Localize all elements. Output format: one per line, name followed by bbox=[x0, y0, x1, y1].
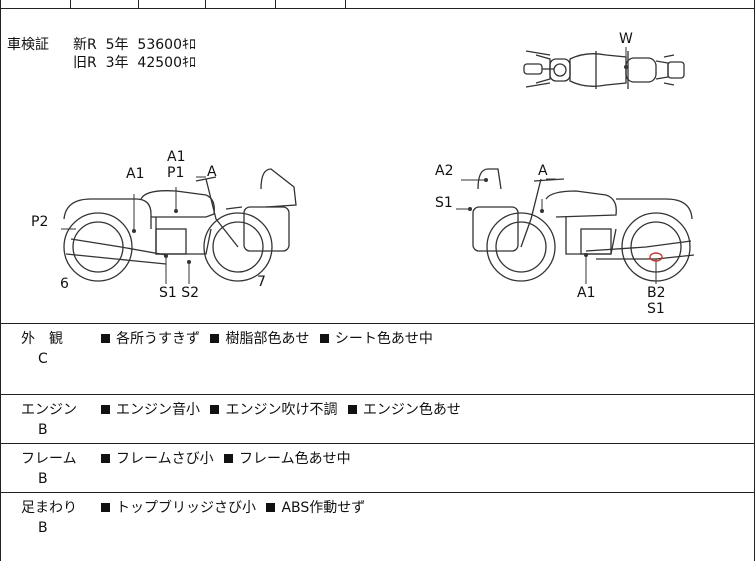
grade-value: B bbox=[38, 471, 48, 487]
condition-row-suspension: 足まわり B トップブリッジさび小 ABS作動せず bbox=[1, 493, 754, 563]
condition-notes: トップブリッジさび小 ABS作動せず bbox=[101, 499, 371, 517]
bullet-square-icon bbox=[347, 405, 357, 414]
header-cell-divider bbox=[138, 0, 139, 8]
note-item: シート色あせ中 bbox=[334, 331, 433, 347]
label-b2: B2 bbox=[647, 285, 666, 301]
label-a2: A2 bbox=[435, 163, 454, 179]
label-w: W bbox=[619, 31, 633, 47]
label-p1: P1 bbox=[167, 165, 185, 181]
label-a-left: A bbox=[207, 164, 217, 180]
label-a1-top: A1 bbox=[167, 149, 186, 165]
grade-value: C bbox=[38, 351, 48, 367]
header-cell-divider bbox=[70, 0, 71, 8]
bullet-square-icon bbox=[266, 503, 276, 512]
label-s1-s2: S1 S2 bbox=[159, 285, 200, 301]
damage-mark bbox=[649, 252, 663, 262]
note-item: トップブリッジさび小 bbox=[116, 500, 256, 516]
bullet-square-icon bbox=[101, 334, 110, 343]
inspection-new: 新R 5年 53600ｷﾛ bbox=[73, 37, 196, 53]
label-s1-top: S1 bbox=[435, 195, 453, 211]
condition-row-frame: フレーム B フレームさび小 フレーム色あせ中 bbox=[1, 444, 754, 493]
grade-value: B bbox=[38, 422, 48, 438]
header-cell-divider bbox=[345, 0, 346, 8]
category-label: 外 観 bbox=[21, 331, 63, 347]
note-item: エンジン色あせ bbox=[362, 402, 461, 418]
note-item: フレーム色あせ中 bbox=[239, 451, 351, 467]
label-p2: P2 bbox=[31, 214, 49, 230]
label-s1-bottom: S1 bbox=[647, 301, 665, 317]
condition-notes: フレームさび小 フレーム色あせ中 bbox=[101, 450, 357, 468]
sheet-left-border bbox=[0, 0, 1, 561]
grade-value: B bbox=[38, 520, 48, 536]
condition-row-exterior: 外 観 C 各所うすきず 樹脂部色あせ シート色あせ中 bbox=[1, 324, 754, 395]
bullet-square-icon bbox=[210, 334, 220, 343]
label-7: 7 bbox=[257, 274, 266, 290]
bullet-square-icon bbox=[210, 405, 220, 414]
note-item: フレームさび小 bbox=[116, 451, 214, 467]
note-item: 各所うすきず bbox=[116, 331, 200, 347]
label-a1-tank: A1 bbox=[126, 166, 145, 182]
note-item: エンジン音小 bbox=[116, 402, 200, 418]
damage-diagram-panel: 車検証 新R 5年 53600ｷﾛ 旧R 3年 42500ｷﾛ bbox=[1, 9, 754, 324]
motorcycle-top-view bbox=[523, 47, 685, 89]
label-6: 6 bbox=[60, 276, 69, 292]
bullet-square-icon bbox=[319, 334, 329, 343]
condition-notes: エンジン音小 エンジン吹け不調 エンジン色あせ bbox=[101, 401, 467, 419]
note-item: 樹脂部色あせ bbox=[225, 331, 310, 347]
condition-notes: 各所うすきず 樹脂部色あせ シート色あせ中 bbox=[101, 330, 439, 348]
inspection-info: 車検証 新R 5年 53600ｷﾛ 旧R 3年 42500ｷﾛ bbox=[7, 36, 196, 72]
header-cells-strip bbox=[0, 0, 755, 9]
bullet-square-icon bbox=[101, 454, 110, 463]
category-label: 足まわり bbox=[21, 500, 77, 516]
motorcycle-left-side-view bbox=[61, 168, 297, 284]
category-label: エンジン bbox=[21, 402, 77, 418]
motorcycle-right-side-view bbox=[456, 168, 695, 284]
inspection-old: 旧R 3年 42500ｷﾛ bbox=[73, 55, 196, 71]
bullet-square-icon bbox=[224, 454, 234, 463]
label-a1-right: A1 bbox=[577, 285, 596, 301]
label-a-right: A bbox=[538, 163, 548, 179]
bullet-square-icon bbox=[101, 503, 110, 512]
header-cell-divider bbox=[205, 0, 206, 8]
bullet-square-icon bbox=[101, 405, 110, 414]
inspection-label: 車検証 bbox=[7, 37, 49, 53]
category-label: フレーム bbox=[21, 451, 77, 467]
condition-table: 外 観 C 各所うすきず 樹脂部色あせ シート色あせ中 エンジン B エンジン音… bbox=[1, 324, 754, 563]
header-cell-divider bbox=[275, 0, 276, 8]
note-item: ABS作動せず bbox=[281, 500, 366, 516]
note-item: エンジン吹け不調 bbox=[225, 402, 338, 418]
condition-row-engine: エンジン B エンジン音小 エンジン吹け不調 エンジン色あせ bbox=[1, 395, 754, 444]
